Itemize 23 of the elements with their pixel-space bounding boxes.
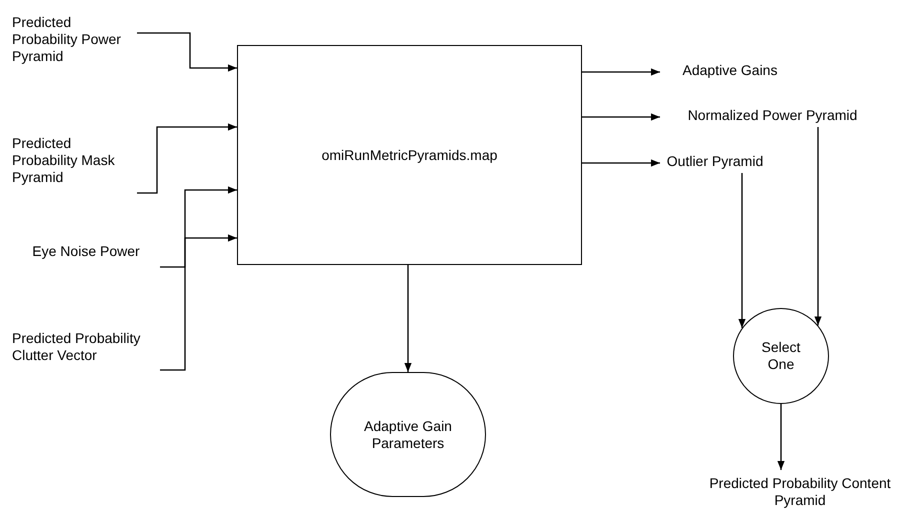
arrow xyxy=(582,159,660,167)
process-box xyxy=(237,45,582,265)
arrow xyxy=(160,186,237,268)
arrow xyxy=(582,68,660,76)
arrow xyxy=(404,265,412,372)
arrow xyxy=(738,173,746,328)
node-text: Adaptive Gains xyxy=(682,62,778,79)
node-text: Predicted Probability Content Pyramid xyxy=(708,475,892,509)
arrow xyxy=(777,404,785,470)
node-text: Adaptive Gain Parameters xyxy=(363,418,453,452)
node-text: Eye Noise Power xyxy=(32,243,140,260)
node-text: Normalized Power Pyramid xyxy=(688,107,858,124)
node-text: Predicted Probability Power Pyramid xyxy=(12,14,122,65)
node-text: Predicted Probability Clutter Vector xyxy=(12,330,142,364)
arrow xyxy=(582,113,660,121)
node-text: Select One xyxy=(760,339,802,373)
arrow xyxy=(137,32,237,72)
arrow xyxy=(137,123,237,194)
node-text: Predicted Probability Mask Pyramid xyxy=(12,135,116,186)
arrow xyxy=(160,234,237,371)
node-text: omiRunMetricPyramids.map xyxy=(322,146,498,164)
node-text: Outlier Pyramid xyxy=(666,153,764,170)
arrow xyxy=(814,127,822,326)
